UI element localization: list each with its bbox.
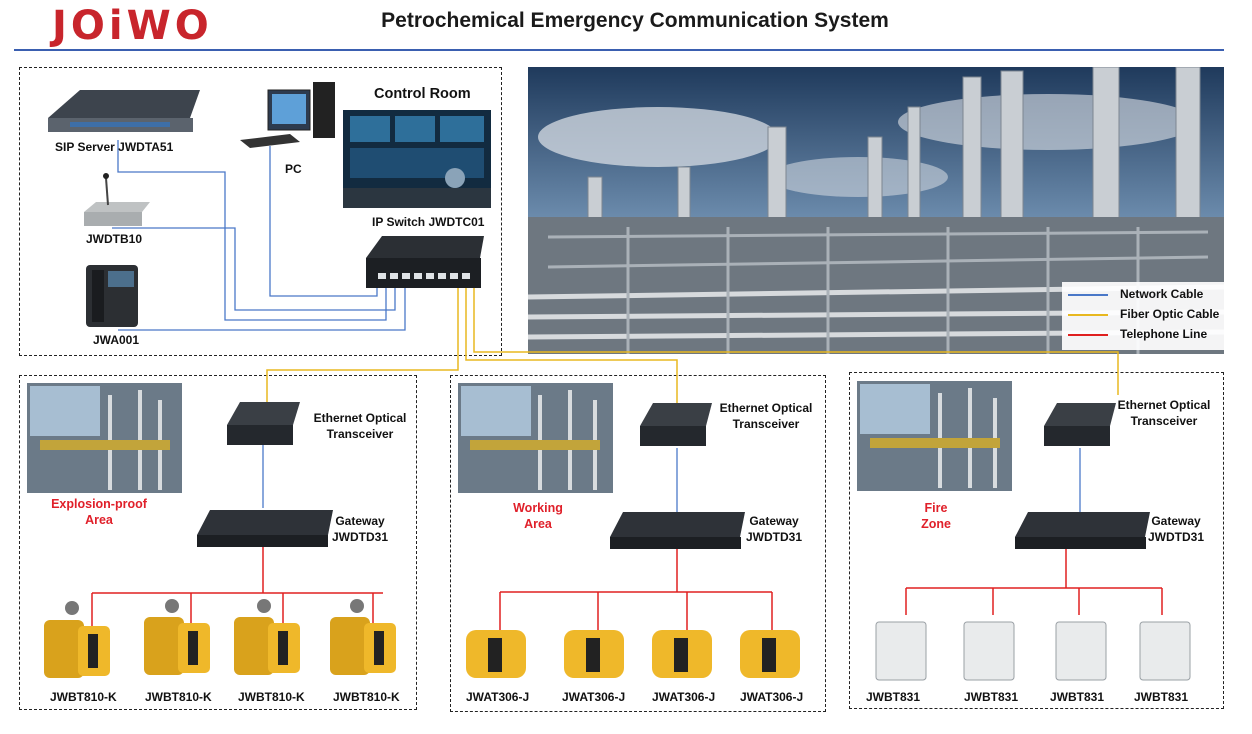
- zone-area-label: Fire Zone: [921, 501, 951, 531]
- network-cable: [112, 227, 396, 311]
- legend-label: Telephone Line: [1120, 327, 1208, 341]
- telephone-line: [499, 548, 773, 630]
- working-area-phones: [466, 630, 800, 678]
- fire-zone-photo: [857, 381, 1012, 491]
- zone-box-explosion-proof: [19, 375, 417, 710]
- legend: Network Cable Fiber Optic Cable Telephon…: [1062, 282, 1224, 350]
- telephone-line: [91, 545, 383, 630]
- network-cable: [117, 140, 387, 321]
- phone-label: JWBT810-K: [50, 690, 117, 704]
- pc-label: PC: [285, 162, 302, 176]
- phone-label: JWBT831: [866, 690, 921, 704]
- control-room-photo: [343, 110, 491, 208]
- zone-box-working: [450, 375, 826, 712]
- working-area-photo: [458, 383, 613, 493]
- fiber-cable-swatch: [1068, 314, 1108, 316]
- pc-icon: [240, 82, 335, 148]
- fiber-cable: [465, 287, 678, 405]
- phone-label: JWAT306-J: [466, 690, 530, 704]
- sip-server-icon: [48, 90, 200, 132]
- ip-phone-label: JWA001: [93, 333, 140, 347]
- gateway-label: Gateway JWDTD31: [331, 514, 388, 544]
- legend-label: Network Cable: [1120, 287, 1204, 301]
- phone-label: JWAT306-J: [652, 690, 716, 704]
- desk-microphone-icon: [84, 173, 150, 226]
- ip-switch-icon: [366, 236, 484, 288]
- header-divider: [14, 49, 1224, 51]
- gateway-icon: [610, 512, 745, 549]
- fiber-cable: [266, 287, 459, 405]
- gateway-label: Gateway JWDTD31: [1147, 514, 1204, 544]
- transceiver-label: Ethernet Optical Transceiver: [719, 401, 813, 431]
- optical-transceiver-icon: [1044, 403, 1116, 446]
- phone-label: JWAT306-J: [562, 690, 626, 704]
- explosion-proof-phones: [44, 599, 396, 678]
- fiber-cable: [473, 287, 1119, 395]
- phone-label: JWBT831: [1134, 690, 1189, 704]
- fire-zone-phones: [875, 621, 1191, 681]
- phone-label: JWBT810-K: [145, 690, 212, 704]
- gateway-icon: [197, 510, 333, 547]
- gateway-icon: [1015, 512, 1150, 549]
- optical-transceiver-icon: [227, 402, 300, 445]
- transceiver-label: Ethernet Optical Transceiver: [1117, 398, 1211, 428]
- ip-phone-icon: [86, 265, 138, 327]
- network-cable-swatch: [1068, 294, 1108, 296]
- page-title: Petrochemical Emergency Communication Sy…: [381, 9, 889, 32]
- network-cable: [269, 146, 378, 297]
- optical-transceiver-icon: [640, 403, 712, 446]
- transceiver-label: Ethernet Optical Transceiver: [313, 411, 407, 441]
- ip-switch-label: IP Switch JWDTC01: [372, 215, 485, 229]
- joiwo-logo: JOiWO: [52, 3, 213, 49]
- phone-label: JWBT810-K: [333, 690, 400, 704]
- network-cable: [118, 287, 406, 331]
- gateway-label: Gateway JWDTD31: [745, 514, 802, 544]
- explosion-proof-area-photo: [27, 383, 182, 493]
- phone-label: JWBT810-K: [238, 690, 305, 704]
- telephone-line-swatch: [1068, 334, 1108, 336]
- zone-area-label: Explosion-proof Area: [51, 497, 147, 527]
- zone-box-fire: [849, 372, 1224, 709]
- legend-label: Fiber Optic Cable: [1120, 307, 1220, 321]
- phone-label: JWBT831: [1050, 690, 1105, 704]
- zone-area-label: Working Area: [513, 501, 563, 531]
- phone-label: JWBT831: [964, 690, 1019, 704]
- control-room-box: [19, 67, 502, 356]
- phone-label: JWAT306-J: [740, 690, 804, 704]
- sip-server-label: SIP Server JWDTA51: [55, 140, 174, 154]
- control-room-title: Control Room: [374, 86, 471, 102]
- desk-mic-label: JWDTB10: [86, 232, 143, 246]
- telephone-line: [905, 548, 1163, 615]
